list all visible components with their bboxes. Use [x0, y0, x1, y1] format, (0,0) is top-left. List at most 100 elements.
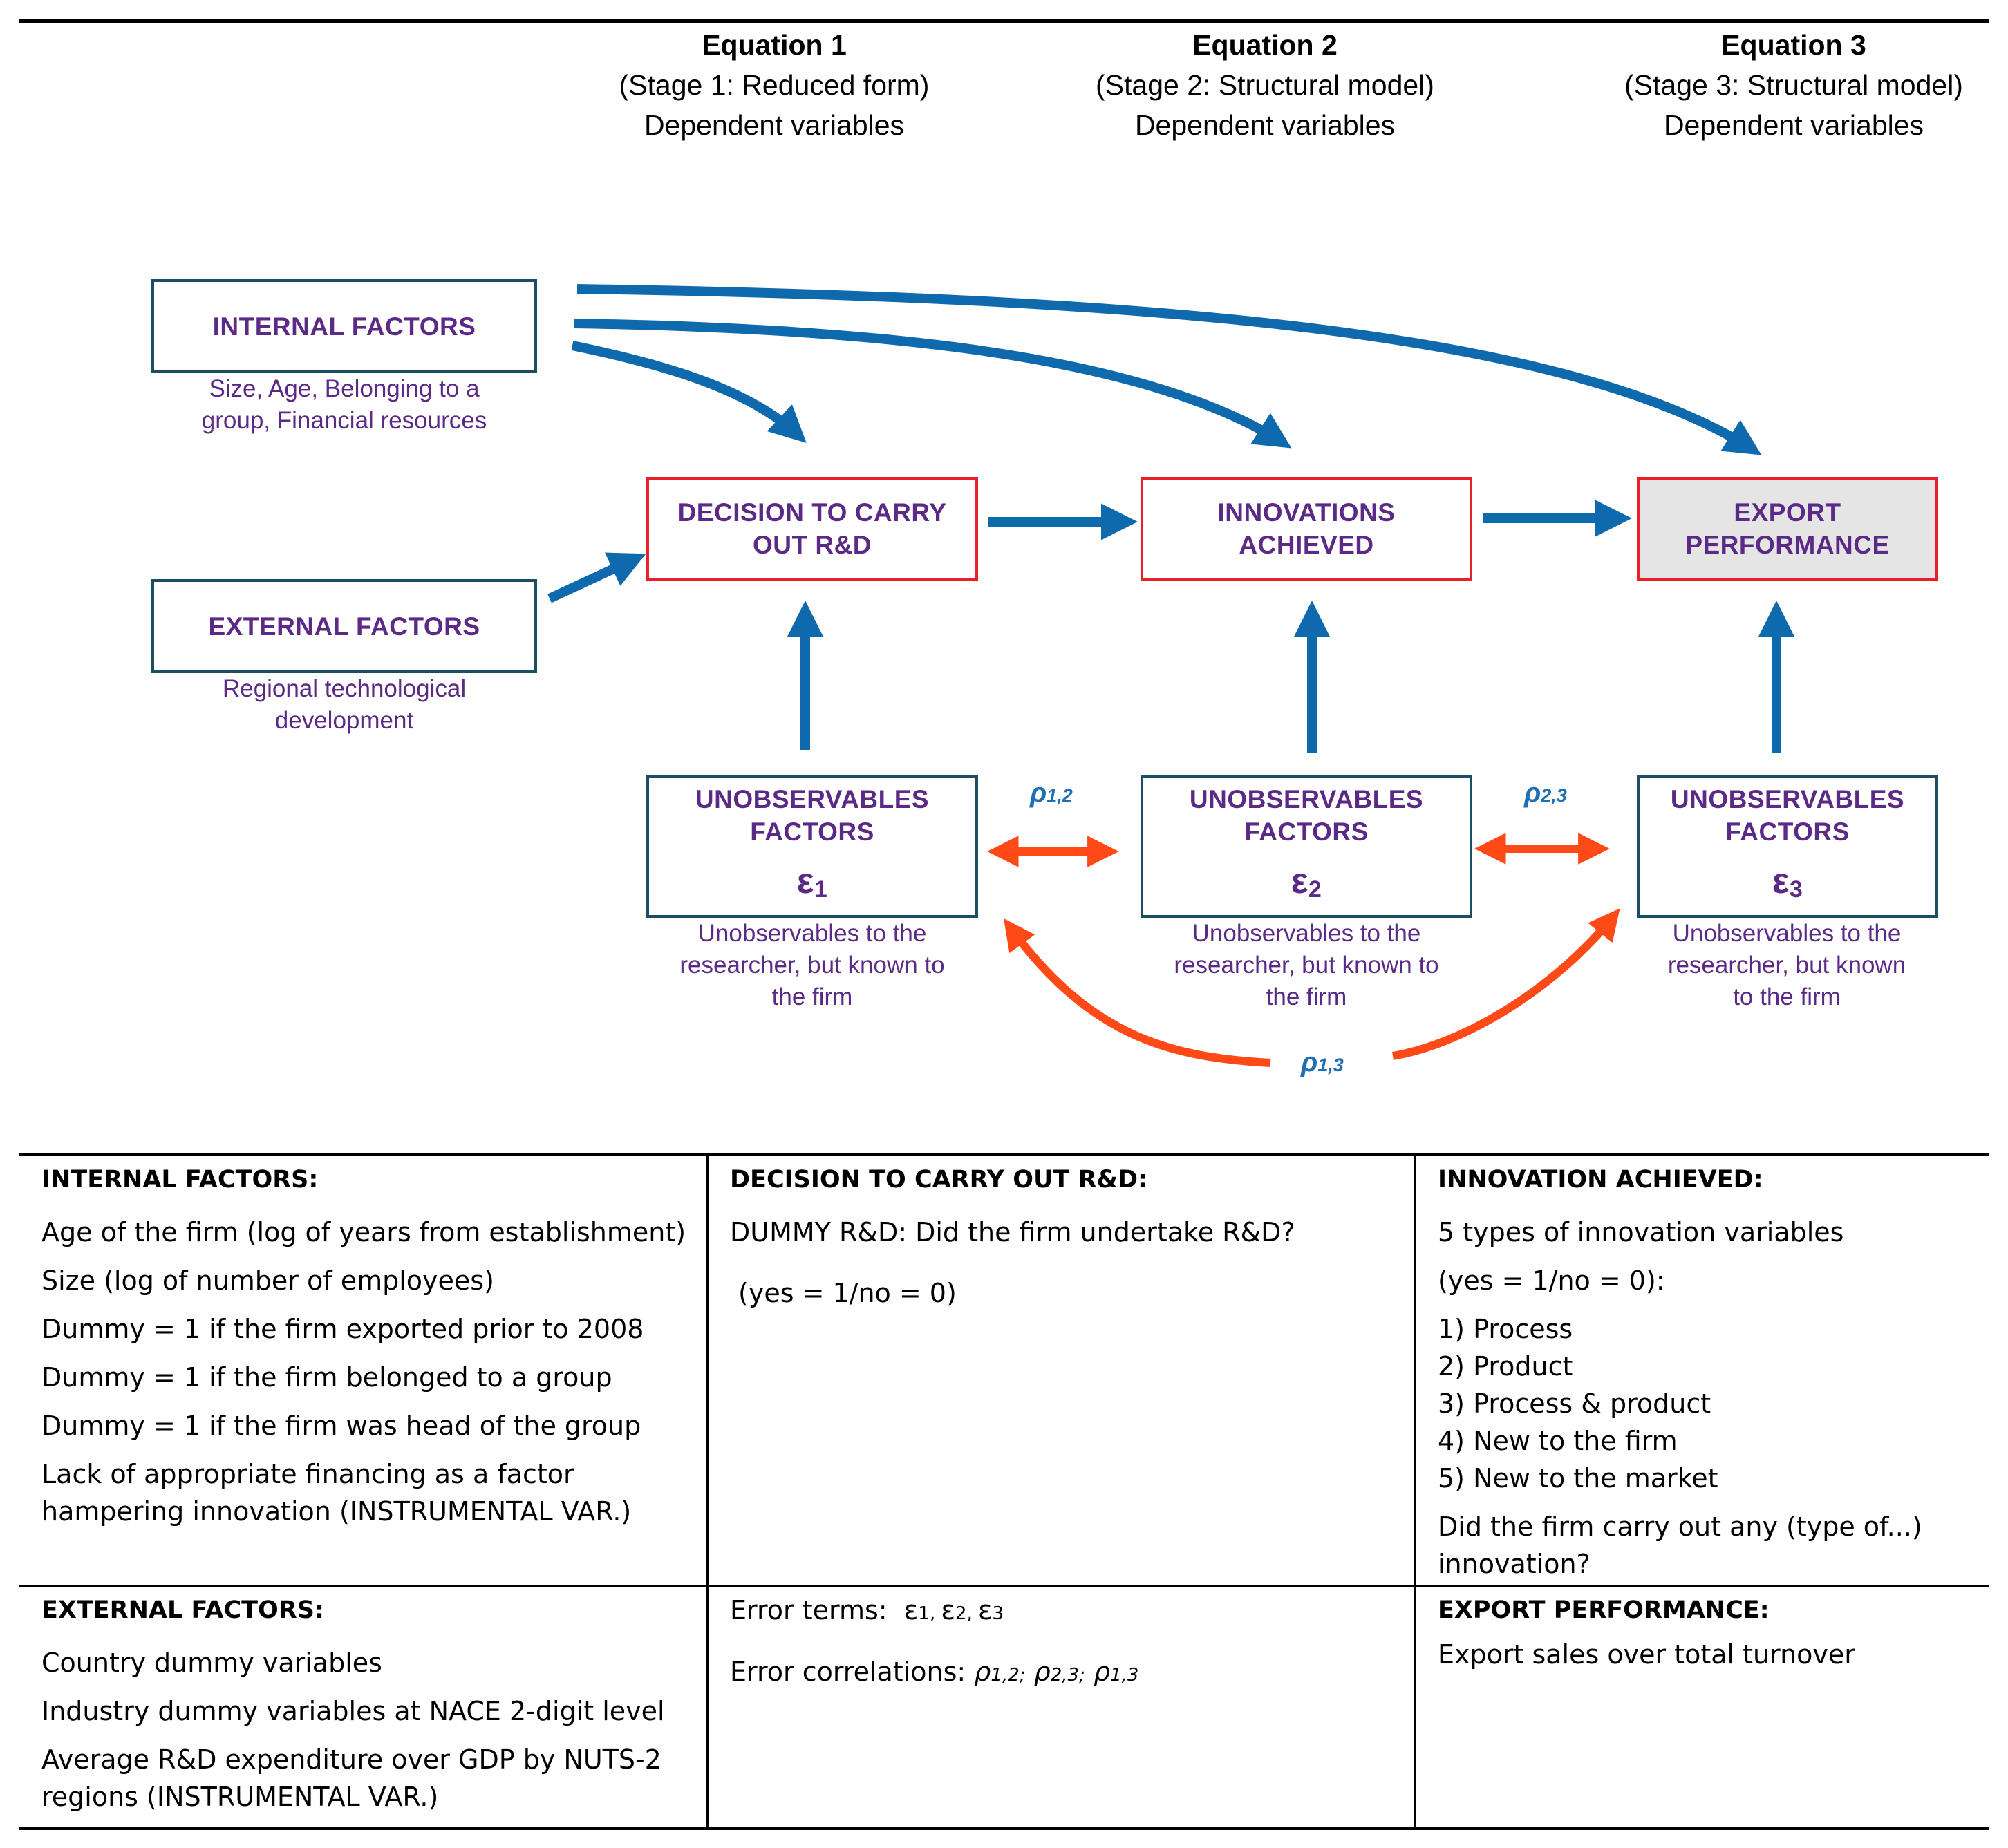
export-performance-box: EXPORT PERFORMANCE	[1637, 477, 1938, 581]
internal-row: Dummy = 1 if the firm belonged to a grou…	[41, 1362, 612, 1393]
innovation-row: (yes = 1/no = 0):	[1438, 1265, 1665, 1296]
innovation-heading: INNOVATION ACHIEVED:	[1438, 1166, 1763, 1194]
table-external-factors: EXTERNAL FACTORS: Country dummy variable…	[41, 1592, 702, 1816]
equation-2-title: Equation 2	[1192, 29, 1338, 61]
unobservables-note-1: Unobservables to the researcher, but kno…	[629, 918, 995, 1013]
innovation-row: Did the firm carry out any (type of...)	[1438, 1511, 1922, 1542]
error-rho-13-sub: 1,3	[1110, 1665, 1139, 1686]
innovation-row: 5) New to the market	[1438, 1463, 1718, 1493]
internal-factors-label: INTERNAL FACTORS	[212, 312, 476, 341]
innovation-row: 3) Process & product	[1438, 1388, 1711, 1419]
error-eps-1: ε	[903, 1595, 919, 1625]
external-row: Industry dummy variables at NACE 2-digit…	[41, 1696, 665, 1726]
unobs1-line1: UNOBSERVABLES	[695, 785, 930, 813]
epsilon-1-symbol: ε	[796, 861, 814, 901]
error-eps-2-sub: 2	[955, 1603, 967, 1624]
rho-12-symbol: ρ	[1030, 777, 1047, 808]
unobs3-note-line3: to the firm	[1733, 983, 1841, 1010]
rho-23-label: ρ2,3	[1524, 777, 1567, 809]
unobs1-note-line1: Unobservables to the	[697, 920, 927, 947]
error-rho-23: ρ	[1033, 1657, 1051, 1687]
rho-12-sub: 1,2	[1047, 785, 1073, 806]
innovation-row: 4) New to the firm	[1438, 1426, 1678, 1456]
internal-note-line1: Size, Age, Belonging to a	[209, 375, 480, 402]
epsilon-1-sub: 1	[814, 876, 828, 903]
export-row: Export sales over total turnover	[1438, 1639, 1855, 1670]
unobs2-note-line3: the firm	[1266, 983, 1347, 1010]
epsilon-2: ε2	[1291, 860, 1322, 910]
internal-note-line2: group, Financial resources	[201, 407, 487, 434]
unobs3-note-line1: Unobservables to the	[1672, 920, 1902, 947]
equation-2-dependent: Dependent variables	[1134, 109, 1396, 141]
error-eps-1-sub: 1	[918, 1603, 930, 1624]
export-label-line1: EXPORT	[1734, 498, 1841, 527]
table-error-terms: Error terms: ε1, ε2, ε3 Error correlatio…	[730, 1592, 1407, 1694]
internal-factors-box: INTERNAL FACTORS	[151, 279, 537, 373]
decision-label-line1: DECISION TO CARRY	[677, 498, 947, 527]
external-row: regions (INSTRUMENTAL VAR.)	[41, 1782, 439, 1812]
innovations-achieved-box: INNOVATIONS ACHIEVED	[1141, 477, 1472, 581]
equation-3-title: Equation 3	[1721, 29, 1866, 61]
unobservables-box-3: UNOBSERVABLES FACTORS ε3	[1637, 775, 1938, 918]
unobs2-note-line1: Unobservables to the	[1192, 920, 1421, 947]
internal-row: Dummy = 1 if the firm was head of the gr…	[41, 1411, 641, 1441]
error-rho-13: ρ	[1093, 1657, 1111, 1687]
error-eps-2: ε	[941, 1595, 955, 1625]
internal-factors-note: Size, Age, Belonging to a group, Financi…	[151, 373, 537, 437]
decision-row: (yes = 1/no = 0)	[738, 1278, 957, 1308]
table-internal-factors: INTERNAL FACTORS: Age of the firm (log o…	[41, 1161, 702, 1530]
unobs1-note-line2: researcher, but known to	[679, 952, 945, 979]
rho-12-label: ρ1,2	[1030, 777, 1073, 809]
table-divider-1	[706, 1154, 709, 1828]
external-factors-note: Regional technological development	[151, 673, 537, 737]
equation-3-dependent: Dependent variables	[1663, 109, 1924, 141]
rho-13-sub: 1,3	[1317, 1055, 1344, 1075]
unobs1-note-line3: the firm	[771, 983, 853, 1010]
error-eps-3-sub: 3	[992, 1603, 1004, 1624]
external-row: Country dummy variables	[41, 1648, 382, 1678]
internal-row: Size (log of number of employees)	[41, 1265, 494, 1296]
unobs2-line1: UNOBSERVABLES	[1189, 785, 1424, 813]
error-eps-3: ε	[977, 1595, 993, 1625]
table-top-rule	[19, 1153, 1989, 1156]
internal-factors-heading: INTERNAL FACTORS:	[41, 1166, 319, 1194]
rho-13-label: ρ1,3	[1301, 1047, 1344, 1078]
error-rho-23-sub: 2,3;	[1050, 1665, 1085, 1686]
equation-3-stage: (Stage 3: Structural model)	[1624, 69, 1963, 101]
equation-1-dependent: Dependent variables	[644, 109, 905, 141]
unobs2-line2: FACTORS	[1244, 818, 1369, 846]
epsilon-2-sub: 2	[1308, 876, 1322, 903]
error-rho-12: ρ	[974, 1657, 991, 1687]
export-heading: EXPORT PERFORMANCE:	[1438, 1596, 1770, 1624]
external-factors-heading: EXTERNAL FACTORS:	[41, 1596, 324, 1624]
table-divider-2	[1414, 1154, 1416, 1828]
innovation-row: innovation?	[1438, 1549, 1591, 1579]
internal-row: Dummy = 1 if the firm exported prior to …	[41, 1314, 644, 1344]
external-factors-label: EXTERNAL FACTORS	[208, 612, 480, 641]
arrow-rho13-right	[1391, 908, 1620, 1060]
table-innovation-achieved: INNOVATION ACHIEVED: 5 types of innovati…	[1438, 1161, 1984, 1583]
unobs3-note-line2: researcher, but known	[1667, 952, 1906, 979]
epsilon-3-symbol: ε	[1772, 861, 1790, 901]
unobs1-line2: FACTORS	[750, 818, 874, 846]
internal-row: hampering innovation (INSTRUMENTAL VAR.)	[41, 1496, 632, 1527]
external-factors-box: EXTERNAL FACTORS	[151, 579, 537, 673]
unobs2-note-line2: researcher, but known to	[1174, 952, 1439, 979]
decision-row: DUMMY R&D: Did the firm undertake R&D?	[730, 1217, 1295, 1247]
equation-2-stage: (Stage 2: Structural model)	[1096, 69, 1434, 101]
external-row: Average R&D expenditure over GDP by NUTS…	[41, 1744, 661, 1775]
table-bottom-rule	[19, 1827, 1989, 1830]
equation-1-title: Equation 1	[702, 29, 847, 61]
epsilon-2-symbol: ε	[1291, 861, 1308, 901]
internal-row: Lack of appropriate financing as a facto…	[41, 1459, 574, 1489]
unobservables-note-3: Unobservables to the researcher, but kno…	[1621, 918, 1953, 1013]
decision-heading: DECISION TO CARRY OUT R&D:	[730, 1166, 1147, 1194]
decision-label-line2: OUT R&D	[752, 531, 872, 559]
equation-1-stage: (Stage 1: Reduced form)	[619, 69, 930, 101]
arrow-rho13-left	[1003, 918, 1271, 1067]
table-export-performance: EXPORT PERFORMANCE: Export sales over to…	[1438, 1592, 1984, 1673]
unobservables-box-1: UNOBSERVABLES FACTORS ε1	[646, 775, 978, 918]
arrow-internal-to-innovations	[573, 319, 1292, 449]
epsilon-3-sub: 3	[1789, 876, 1803, 903]
innovations-label-line1: INNOVATIONS	[1217, 498, 1396, 527]
